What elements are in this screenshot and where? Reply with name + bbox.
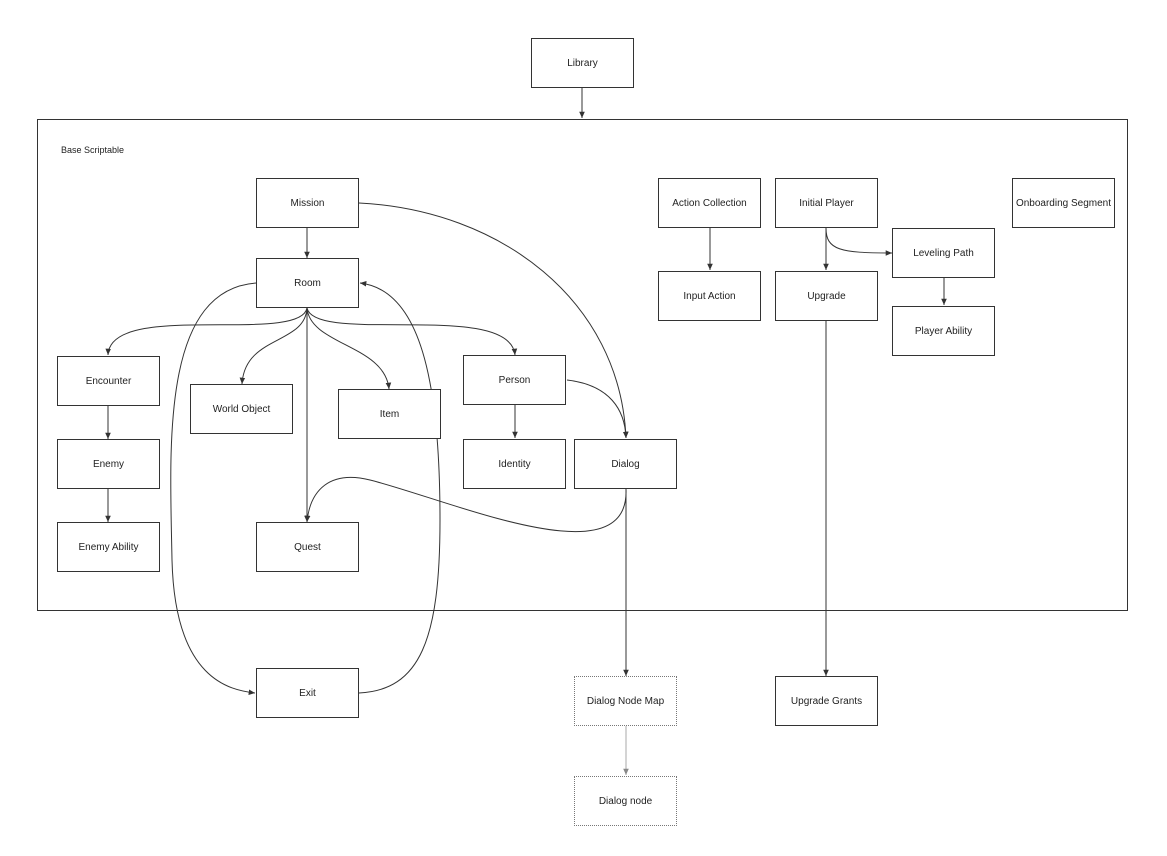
node-dialog-node-map[interactable]: Dialog Node Map <box>574 676 677 726</box>
base-scriptable-container[interactable] <box>37 119 1128 611</box>
edge-exit-room <box>358 280 441 694</box>
node-item[interactable]: Item <box>338 389 441 439</box>
edge-room-encounter <box>105 307 308 356</box>
node-leveling-path[interactable]: Leveling Path <box>892 228 995 278</box>
node-player-ability[interactable]: Player Ability <box>892 306 995 356</box>
node-quest[interactable]: Quest <box>256 522 359 572</box>
node-encounter[interactable]: Encounter <box>57 356 160 406</box>
base-scriptable-label: Base Scriptable <box>61 145 125 155</box>
node-upgrade-grants[interactable]: Upgrade Grants <box>775 676 878 726</box>
edge-room-person <box>306 307 518 356</box>
node-input-action[interactable]: Input Action <box>658 271 761 321</box>
node-world-object[interactable]: World Object <box>190 384 293 434</box>
node-action-collection[interactable]: Action Collection <box>658 178 761 228</box>
node-library[interactable]: Library <box>531 38 634 88</box>
edge-dialog-quest <box>304 476 627 533</box>
node-initial-player[interactable]: Initial Player <box>775 178 878 228</box>
node-room[interactable]: Room <box>256 258 359 308</box>
node-identity[interactable]: Identity <box>463 439 566 489</box>
edge-mission-dialog <box>358 202 629 439</box>
node-mission[interactable]: Mission <box>256 178 359 228</box>
edge-room-exit <box>170 282 257 696</box>
node-dialog[interactable]: Dialog <box>574 439 677 489</box>
node-dialog-node[interactable]: Dialog node <box>574 776 677 826</box>
edge-person-dialog <box>566 379 629 439</box>
node-enemy[interactable]: Enemy <box>57 439 160 489</box>
node-onboarding-segment[interactable]: Onboarding Segment <box>1012 178 1115 228</box>
node-exit[interactable]: Exit <box>256 668 359 718</box>
node-enemy-ability[interactable]: Enemy Ability <box>57 522 160 572</box>
edge-room-world-object <box>239 307 308 385</box>
node-person[interactable]: Person <box>463 355 566 405</box>
node-upgrade[interactable]: Upgrade <box>775 271 878 321</box>
edge-room-item <box>306 307 392 390</box>
edge-initial-leveling <box>825 227 893 256</box>
